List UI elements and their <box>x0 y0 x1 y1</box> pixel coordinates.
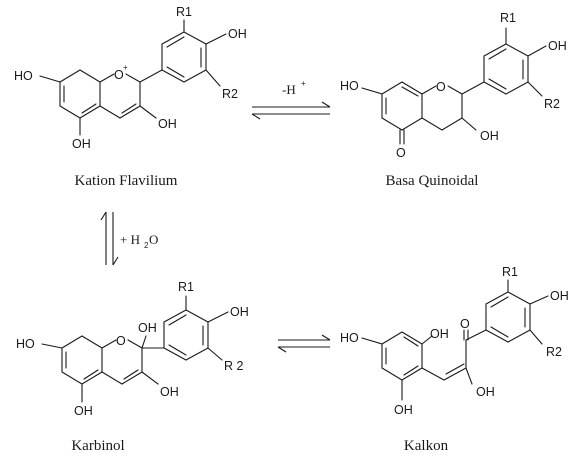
flavylium-cation-structure: O + HO OH OH R1 OH R2 Kation Flavilium <box>14 5 247 189</box>
carbinol-bonds <box>41 295 229 403</box>
quinoidal-r1: R1 <box>500 11 516 25</box>
chalcone-structure: HO OH OH OH O R1 OH R2 Kalkon <box>340 265 569 454</box>
deprotonation-superscript: + <box>301 79 306 88</box>
chalcone-ho-left: HO <box>340 331 359 345</box>
carbinol-structure: O OH HO OH OH R1 OH R 2 Karbinol <box>16 280 249 454</box>
chalcone-r2: R2 <box>546 345 562 359</box>
quinoidal-r2: R2 <box>544 97 560 111</box>
quinoidal-carbonyl-oxygen: O <box>396 146 406 160</box>
quinoidal-oh-c4prime: OH <box>548 39 567 53</box>
quinoidal-oh-c3: OH <box>480 129 499 143</box>
deprotonation-label: -H <box>282 82 296 97</box>
flavylium-caption: Kation Flavilium <box>75 173 178 189</box>
flavylium-ring-oxygen: O <box>114 68 124 82</box>
carbinol-oh-c4prime: OH <box>230 305 249 319</box>
deprotonation-equilibrium-arrow: -H + <box>251 79 331 120</box>
carbinol-ring-oxygen: O <box>116 334 126 348</box>
flavylium-oh-c5: OH <box>72 137 91 151</box>
carbinol-r2: R 2 <box>224 359 244 373</box>
quinoidal-base-structure: O HO O OH R1 OH R2 Basa Quinoidal <box>340 11 567 189</box>
flavylium-oh-c4prime: OH <box>228 27 247 41</box>
flavylium-oh-c3: OH <box>158 117 177 131</box>
flavylium-r1: R1 <box>176 5 192 19</box>
hydration-label-post: O <box>149 232 158 247</box>
quinoidal-caption: Basa Quinoidal <box>386 173 479 189</box>
chalcone-oh-alkene: OH <box>476 385 495 399</box>
flavylium-ho-c7: HO <box>14 69 33 83</box>
quinoidal-ring-oxygen: O <box>436 80 446 94</box>
quinoidal-ho-c7: HO <box>340 79 359 93</box>
chalcone-caption: Kalkon <box>404 438 449 454</box>
chalcone-oh-c4prime: OH <box>550 289 569 303</box>
quinoidal-bonds <box>361 27 547 145</box>
carbinol-ho-c7: HO <box>16 337 35 351</box>
carbinol-caption: Karbinol <box>71 438 124 454</box>
carbinol-oh-c3: OH <box>160 385 179 399</box>
chalcone-bonds <box>361 279 549 401</box>
hydration-label-pre: + H <box>120 232 140 247</box>
chalcone-carbonyl-oxygen: O <box>460 317 470 331</box>
tautomer-equilibrium-arrow <box>277 334 331 353</box>
chalcone-r1: R1 <box>502 265 518 279</box>
carbinol-r1: R1 <box>178 280 194 294</box>
hydration-subscript: 2 <box>144 241 149 250</box>
carbinol-oh-c5: OH <box>74 404 93 418</box>
chalcone-oh-bottom: OH <box>394 403 413 417</box>
flavylium-r2: R2 <box>222 87 238 101</box>
chalcone-oh-top: OH <box>430 327 449 341</box>
hydration-equilibrium-arrow: + H 2 O <box>100 211 158 266</box>
flavylium-positive-charge: + <box>123 63 128 72</box>
carbinol-oh-c2: OH <box>138 321 157 335</box>
flavylium-bonds <box>39 19 227 136</box>
